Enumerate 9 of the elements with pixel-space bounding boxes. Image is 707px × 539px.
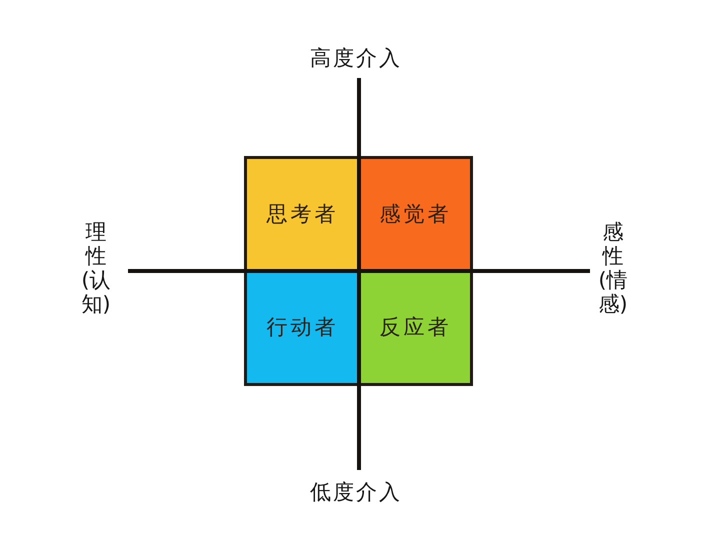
- quadrant-label: 感觉者: [380, 202, 452, 226]
- quadrant-label: 反应者: [380, 316, 452, 340]
- axis-label: 感性(情感): [597, 220, 629, 316]
- axis-label: 高度介入: [310, 46, 402, 70]
- quadrant-label: 行动者: [266, 316, 338, 340]
- quadrant-box: [358, 270, 473, 386]
- quadrant-label: 思考者: [266, 202, 338, 226]
- axis-label: 理性(认知): [80, 220, 112, 316]
- axis-label: 低度介入: [310, 480, 402, 504]
